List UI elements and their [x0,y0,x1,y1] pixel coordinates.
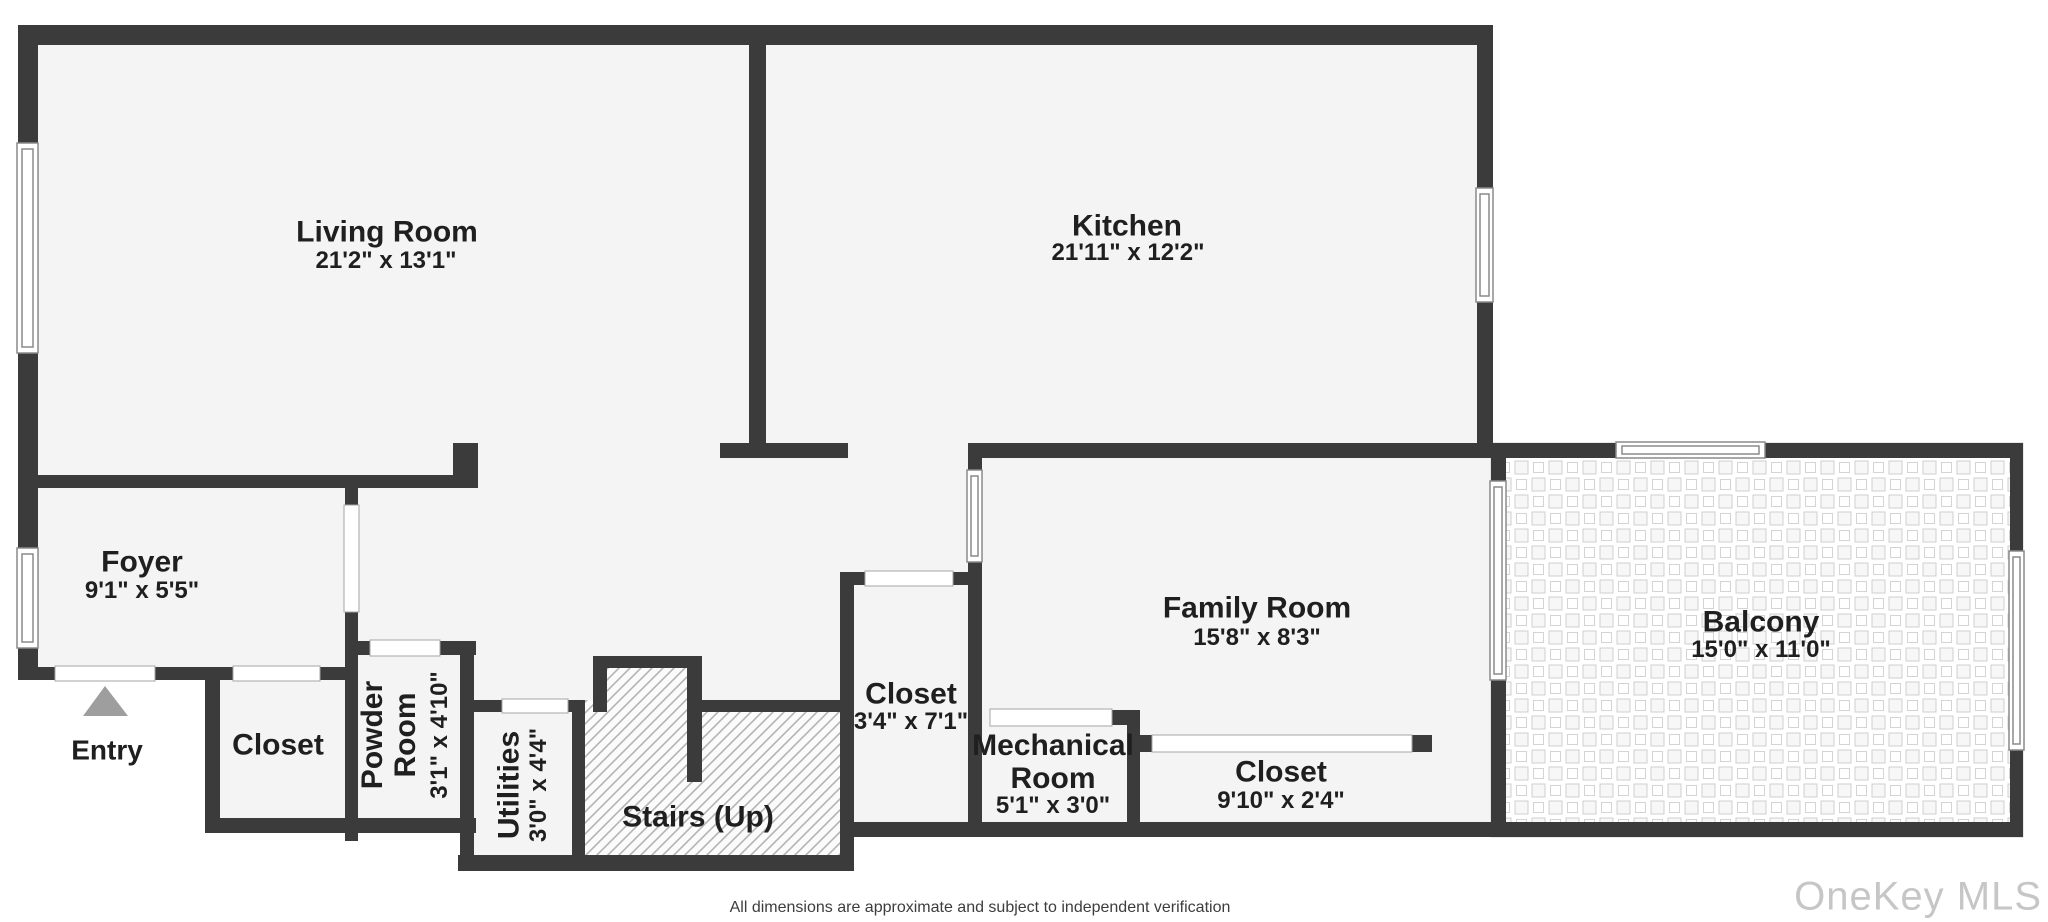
powder-room-dims: 3'1" x 4'10" [426,671,453,799]
kitchen-dims: 21'11" x 12'2" [1051,239,1205,266]
entry-door-opening [54,665,156,682]
mechanical-room-label: Mechanical Room [972,729,1134,795]
hall-closet-door-opening [864,570,954,587]
balcony-dims: 15'0" x 11'0" [1691,636,1831,663]
hall-closet-dims: 3'4" x 7'1" [853,708,969,735]
powder-room-door-opening [369,639,441,657]
balcony-tile-area [1490,442,2024,838]
stairs-hatch-area [585,656,852,860]
onekey-mls-watermark: OneKey MLS [1794,874,2042,919]
foyer-window [16,547,39,649]
family-room-balcony-window [1489,480,1507,681]
balcony-top-window [1615,441,1766,459]
kitchen-window [1475,187,1494,303]
family-closet-opening [1151,734,1413,753]
windows [16,142,2025,751]
utilities-door-opening [501,698,569,714]
entry-label: Entry [71,734,143,766]
family-room-label: Family Room [1162,591,1352,625]
foyer-label: Foyer [101,545,183,579]
hall-closet-label: Closet [865,677,957,711]
family-room-left-window [966,469,983,563]
entry-closet-label: Closet [232,728,324,762]
balcony-label: Balcony [1702,605,1820,639]
utilities-label: Utilities [492,730,526,840]
foyer-dims: 9'1" x 5'5" [84,577,200,604]
kitchen-label: Kitchen [1071,209,1183,243]
door-openings [54,504,1413,753]
living-room-dims: 21'2" x 13'1" [315,247,457,274]
family-room-dims: 15'8" x 8'3" [1193,624,1321,651]
entry-closet-door-opening [232,665,321,682]
mechanical-room-door-opening [989,708,1113,727]
family-closet-label: Closet [1235,755,1327,789]
foyer-hall-door-opening [343,504,360,613]
living-room-window [16,142,39,354]
entry-direction-triangle [83,686,128,716]
family-closet-dims: 9'10" x 2'4" [1217,787,1345,814]
utilities-dims: 3'0" x 4'4" [525,727,552,843]
powder-room-label: Powder Room [356,680,422,790]
mechanical-room-dims: 5'1" x 3'0" [995,792,1111,819]
dimensions-disclaimer: All dimensions are approximate and subje… [729,899,1231,916]
living-room-label: Living Room [296,215,478,249]
stairs-label: Stairs (Up) [622,800,774,834]
balcony-right-window [2008,550,2025,751]
